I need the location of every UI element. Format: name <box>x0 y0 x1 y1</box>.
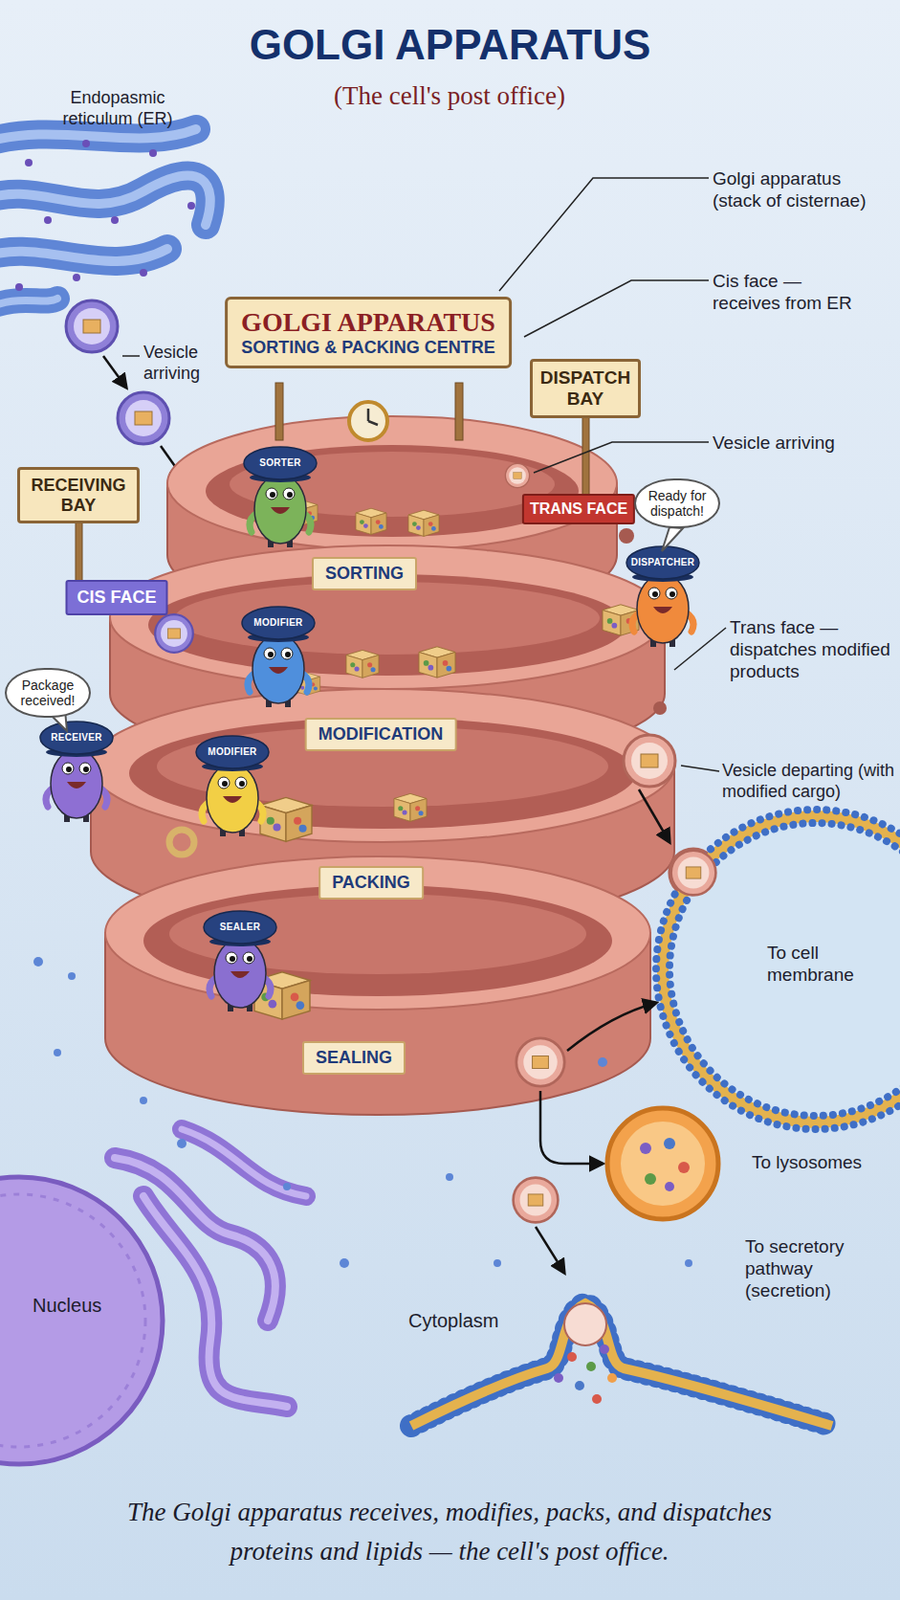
er-shape <box>0 129 211 311</box>
part-label: Vesicle arriving <box>143 342 230 384</box>
sign-board: GOLGI APPARATUSSORTING & PACKING CENTRE <box>224 296 512 369</box>
callout-label: Golgi apparatus (stack of cisternae) <box>712 168 895 213</box>
callout-label: Trans face — dispatches modified product… <box>729 616 895 682</box>
destination-label: To cell membrane <box>767 942 868 987</box>
node-text: Ready for dispatch! <box>645 487 709 519</box>
sign-board: DISPATCH BAY <box>529 358 641 418</box>
hat-label: SORTER <box>259 457 301 469</box>
stage-label: SORTING <box>311 556 418 591</box>
hat-label: RECEIVER <box>50 731 103 744</box>
stage-label: SEALING <box>302 1040 406 1075</box>
destination-label: To lysosomes <box>751 1151 862 1174</box>
speech-bubble: Ready for dispatch! <box>634 478 721 528</box>
node-text: DISPATCH BAY <box>538 367 633 410</box>
stage-label: MODIFICATION <box>305 717 458 751</box>
hat-label: DISPATCHER <box>631 556 696 569</box>
node-text: Package received! <box>16 677 80 708</box>
hat-label: SEALER <box>219 921 261 933</box>
destination-label: To secretory pathway (secretion) <box>745 1235 897 1301</box>
part-label: Endopasmic reticulum (ER) <box>45 87 190 130</box>
speech-bubble: Package received! <box>4 667 91 718</box>
callout-label: Vesicle arriving <box>712 432 895 455</box>
caption: The Golgi apparatus receives, modifies, … <box>86 1492 813 1570</box>
stage-label: PACKING <box>318 865 424 900</box>
node-text: PACKING <box>331 872 411 893</box>
part-label: Cytoplasm <box>408 1308 499 1332</box>
node-text: TRANS FACE <box>529 500 628 518</box>
node-text: CIS FACE <box>76 587 156 608</box>
hat-label: MODIFIER <box>207 746 257 758</box>
node-text: MODIFICATION <box>318 724 444 745</box>
face-sign: TRANS FACE <box>522 493 636 525</box>
node-subtext: SORTING & PACKING CENTRE <box>241 337 496 358</box>
subtitle: (The cell's post office) <box>333 80 566 111</box>
sign-board: RECEIVING BAY <box>17 466 140 524</box>
node-text: RECEIVING BAY <box>25 475 132 515</box>
part-label: Nucleus <box>32 1293 102 1317</box>
callout-label: Vesicle departing (with modified cargo) <box>722 760 898 802</box>
node-text: SORTING <box>325 563 404 584</box>
face-sign: CIS FACE <box>65 579 168 615</box>
node-text: SEALING <box>315 1047 393 1068</box>
callout-label: Cis face — receives from ER <box>712 270 874 315</box>
diagram-title: GOLGI APPARATUS <box>0 21 900 69</box>
hat-label: MODIFIER <box>253 616 303 629</box>
node-text: GOLGI APPARATUS <box>241 307 496 338</box>
